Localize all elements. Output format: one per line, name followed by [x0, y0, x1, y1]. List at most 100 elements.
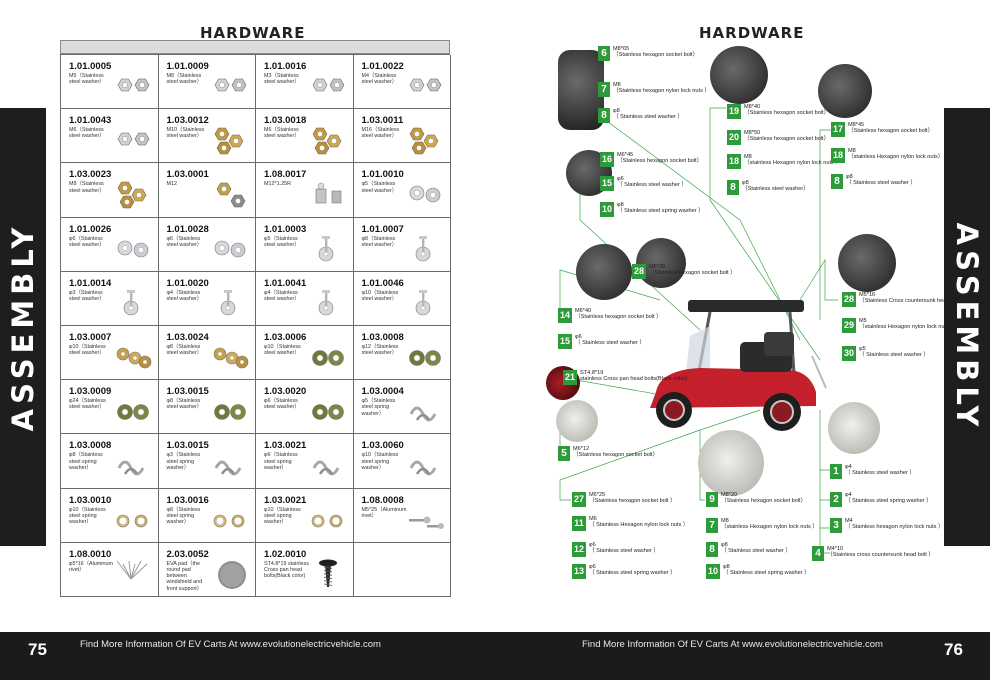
part-description: φ10（Stainless steel spring washer）: [69, 506, 106, 525]
nut-pair-icon: [409, 78, 442, 92]
part-description: φ10（Stainless steel washer）: [264, 343, 301, 357]
part-cell: 1.01.0014 φ3（Stainless steel washer）: [61, 271, 159, 326]
part-code: 1.03.0008: [361, 331, 404, 343]
part-code: 1.03.0004: [361, 386, 404, 398]
callout-number-badge: 18: [831, 148, 845, 163]
part-code: 1.08.0017: [264, 169, 307, 181]
part-description: φ12（Stainless steel washer）: [361, 343, 399, 357]
callout-number-badge: 20: [727, 130, 741, 145]
callout-number-badge: 10: [706, 564, 720, 579]
part-cell: 1.03.0020 φ6（Stainless steel washer）: [256, 380, 354, 435]
part-description: φ8（Stainless steel washer）: [166, 343, 203, 357]
callout-number-badge: 10: [600, 202, 614, 217]
callout-number-badge: 30: [842, 346, 856, 361]
part-description: M8（Stainless steel washer）: [69, 181, 105, 194]
part-cell: 1.01.0020 φ4（Stainless steel washer）: [158, 271, 256, 326]
part-code: 1.08.0010: [69, 548, 112, 560]
part-code: 1.03.0010: [69, 494, 112, 506]
part-description: φ5（Stainless steel washer）: [264, 235, 300, 248]
detail-photo-front-frame: [576, 244, 632, 300]
olive-washers-icon: [214, 404, 246, 420]
part-code: 1.01.0028: [166, 223, 209, 235]
parts-grid-header: [60, 40, 450, 54]
flat-washer-icon: [214, 240, 246, 257]
part-code: 1.08.0008: [361, 494, 404, 506]
brass-washers-icon: [116, 347, 151, 369]
detail-photo-roof-bracket: [558, 50, 604, 130]
part-description: M16（Stainless steel washer）: [361, 127, 400, 140]
part-cell: 2.03.0052 EVA pad（the round pad between …: [158, 542, 256, 597]
callout-label: M8*45 （Stainless hexagon socket bolt）: [848, 122, 934, 135]
callout-number-badge: 21: [563, 370, 577, 385]
callout-label: M6*40 （Stainless hexagon socket bolt ）: [575, 308, 662, 321]
part-description: φ6（Stainless steel washer）: [166, 235, 203, 248]
part-description: φ8（Stainless steel washer）: [361, 235, 398, 248]
part-cell: 1.08.0017 M12*1.25R: [256, 163, 354, 218]
part-description: φ6（Stainless steel washer）: [264, 398, 300, 411]
part-cell: 1.01.0041 φ4（Stainless steel washer）: [256, 271, 354, 326]
right-page-title: HARDWARE: [699, 24, 805, 42]
part-code: 1.03.0024: [166, 331, 209, 343]
part-code: 1.01.0022: [361, 61, 404, 72]
part-code: 1.01.0026: [69, 223, 112, 235]
flat-washer-single-icon: [318, 235, 333, 261]
part-cell: 1.08.0008 M5*25（Aluminum rivet）: [353, 488, 451, 543]
olive-washers-icon: [311, 404, 344, 420]
part-cell: 1.03.0060 φ10（Stainless steel spring was…: [353, 434, 451, 489]
part-code: 1.02.0010: [264, 548, 307, 560]
gold-nuts-icon: [312, 127, 341, 155]
part-description: φ3（Stainless steel spring washer）: [166, 452, 201, 471]
callout-label: φ4 （ Stainless steel washer ）: [845, 464, 915, 477]
olive-washers-icon: [116, 404, 149, 420]
nut-pair-icon: [312, 78, 344, 92]
part-description: M4（Stainless steel washer）: [361, 73, 398, 86]
callout-number-badge: 6: [598, 46, 610, 61]
part-description: φ10（Stainless steel washer）: [69, 343, 106, 357]
black-screw-icon: [318, 559, 337, 587]
callout-label: φ5 （ Stainless steel washer ）: [859, 346, 929, 359]
part-code: 1.01.0005: [69, 61, 112, 72]
part-description: φ5（Stainless steel spring washer）: [361, 398, 396, 417]
assembly-side-tab-right: ASSEMBLY: [944, 108, 990, 546]
flat-washer-single-icon: [220, 289, 236, 316]
callout-label: φ8 （ Stainless steel spring washer ）: [723, 564, 810, 577]
parts-grid: 1.01.0005 M5（Stainless steel washer） 1.0…: [60, 54, 451, 597]
callout-number-badge: 12: [572, 542, 586, 557]
detail-photo-mirror-mount: [828, 402, 880, 454]
detail-photo-screw-head: [636, 238, 686, 288]
part-cell: 1.03.0008 φ8（Stainless steel spring wash…: [61, 434, 159, 489]
part-cell: 1.03.0007 φ10（Stainless steel washer）: [61, 325, 159, 381]
callout-label: M5*20 （Stainless hexagon socket bolt ）: [649, 264, 736, 277]
part-description: φ8（Stainless steel washer）: [166, 398, 203, 411]
part-description: φ4（Stainless steel washer）: [264, 289, 300, 302]
left-page-title: HARDWARE: [200, 24, 306, 42]
callout-label: φ6 （ Stainless steel spring washer ）: [589, 564, 676, 577]
part-cell: 1.03.0016 φ8（Stainless steel spring wash…: [158, 488, 256, 543]
callout-label: M6 （ Stainless Hexagon nylon lock nuts ）: [589, 516, 689, 529]
callout-label: M8 （stainless Hexagon nylon lock nuts）: [848, 148, 944, 161]
part-cell: 1.03.0012 M10（Stainless steel washer）: [158, 109, 256, 164]
callout-label: φ8 （ Stainless steel spring washer ）: [617, 202, 704, 215]
callout-label: φ6 （ Stainless steel washer ）: [617, 176, 687, 189]
callout-number-badge: 7: [598, 82, 610, 97]
part-code: 1.03.0008: [69, 440, 112, 452]
spring-washer-icon: [409, 460, 437, 476]
part-description: φ10（Stainless steel washer）: [361, 289, 399, 302]
part-description: M8（Stainless steel washer）: [166, 73, 203, 86]
part-code: 1.01.0010: [361, 169, 404, 181]
callout-label: M8*65 （Stainless hexagon socket bolt）: [613, 46, 699, 59]
